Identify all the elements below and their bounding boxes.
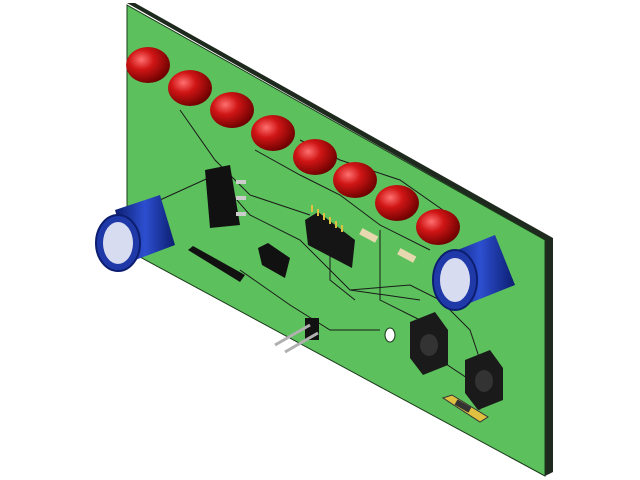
led xyxy=(375,185,419,221)
regulator xyxy=(205,165,246,228)
led xyxy=(251,115,295,151)
pin-header xyxy=(188,246,245,282)
led xyxy=(333,162,377,198)
resistor xyxy=(397,248,417,263)
led xyxy=(293,139,337,175)
crystal xyxy=(441,394,489,423)
led xyxy=(126,47,170,83)
ic-chip xyxy=(305,205,355,268)
mounting-hole xyxy=(384,327,396,343)
small-ic xyxy=(258,243,290,278)
capacitor-left xyxy=(95,195,175,272)
push-button xyxy=(410,312,448,375)
led xyxy=(168,70,212,106)
led-row xyxy=(126,47,460,245)
capacitor-right xyxy=(432,235,515,311)
led xyxy=(210,92,254,128)
resistor xyxy=(359,228,379,243)
led xyxy=(416,209,460,245)
angled-connector xyxy=(274,318,319,354)
push-button xyxy=(465,350,503,410)
